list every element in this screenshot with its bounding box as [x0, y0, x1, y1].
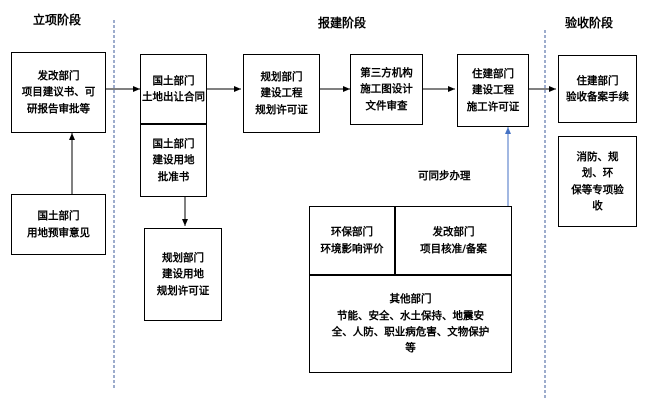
box-dept: 第三方机构	[360, 67, 413, 80]
box-line: 保等专项验	[571, 183, 624, 196]
box-huanbao-eia: 环保部门 环境影响评价	[309, 206, 395, 275]
box-dept: 国土部门	[37, 210, 80, 223]
box-line: 划、环	[581, 167, 614, 180]
box-guihua-engineering-permit: 规划部门 建设工程 规划许可证	[243, 54, 320, 133]
box-dept: 国土部门	[152, 74, 195, 87]
box-line: 用地预审意见	[27, 226, 90, 239]
box-line: 等	[405, 342, 416, 355]
box-line: 建设工程	[260, 87, 303, 100]
box-line: 规划许可证	[255, 103, 308, 116]
phase-title-construction: 报建阶段	[318, 16, 367, 30]
parallel-processing-note: 可同步办理	[418, 170, 471, 182]
box-third-party-review: 第三方机构 施工图设计 文件审查	[350, 54, 423, 125]
box-line: 施工许可证	[466, 100, 520, 113]
box-dept: 规划部门	[260, 71, 303, 84]
box-line: 研报告审批等	[27, 102, 90, 115]
box-line: 建设用地	[162, 268, 204, 281]
box-dept: 环保部门	[331, 226, 373, 239]
box-line: 收	[592, 199, 603, 212]
box-fagai-project-approval: 发改部门 项目建议书、可 研报告审批等	[11, 52, 106, 133]
box-line: 全、人防、职业病危害、文物保护	[331, 326, 490, 338]
box-guotu-land-contract: 国土部门 土地出让合同	[140, 54, 207, 124]
box-guotu-land-approval: 国土部门 建设用地 批准书	[140, 124, 207, 197]
phase-title-acceptance: 验收阶段	[565, 16, 614, 30]
box-zhujian-acceptance-filing: 住建部门 验收备案手续	[558, 55, 637, 123]
box-line: 项目核准/备案	[420, 242, 487, 255]
box-dept: 规划部门	[162, 252, 204, 265]
box-zhujian-construction-permit: 住建部门 建设工程 施工许可证	[457, 54, 529, 127]
box-line: 节能、安全、水土保持、地震安	[337, 309, 484, 322]
box-line: 批准书	[157, 170, 190, 183]
box-line: 项目建议书、可	[21, 86, 96, 99]
box-line: 规划许可证	[156, 284, 210, 297]
box-line: 消防、规	[576, 150, 619, 163]
box-guihua-land-permit: 规划部门 建设用地 规划许可证	[144, 228, 222, 321]
box-dept: 发改部门	[37, 70, 80, 83]
phase-title-project: 立项阶段	[33, 13, 82, 27]
box-line: 建设用地	[152, 154, 195, 167]
box-dept: 国土部门	[152, 138, 195, 151]
box-line: 施工图设计	[360, 83, 413, 96]
box-line: 土地出让合同	[142, 91, 205, 103]
box-dept: 住建部门	[472, 68, 514, 81]
box-dept: 发改部门	[432, 226, 475, 239]
box-other-departments: 其他部门 节能、安全、水土保持、地震安 全、人防、职业病危害、文物保护 等	[309, 275, 512, 373]
box-line: 建设工程	[472, 84, 514, 97]
box-fagai-project-filing: 发改部门 项目核准/备案	[395, 206, 512, 275]
box-special-acceptance: 消防、规 划、环 保等专项验 收	[558, 136, 637, 227]
box-line: 文件审查	[365, 99, 408, 112]
box-dept: 住建部门	[576, 74, 619, 87]
box-line: 验收备案手续	[566, 91, 629, 103]
box-guotu-land-preview: 国土部门 用地预审意见	[11, 194, 106, 255]
box-line: 环境影响评价	[320, 242, 384, 255]
box-dept: 其他部门	[389, 293, 432, 306]
